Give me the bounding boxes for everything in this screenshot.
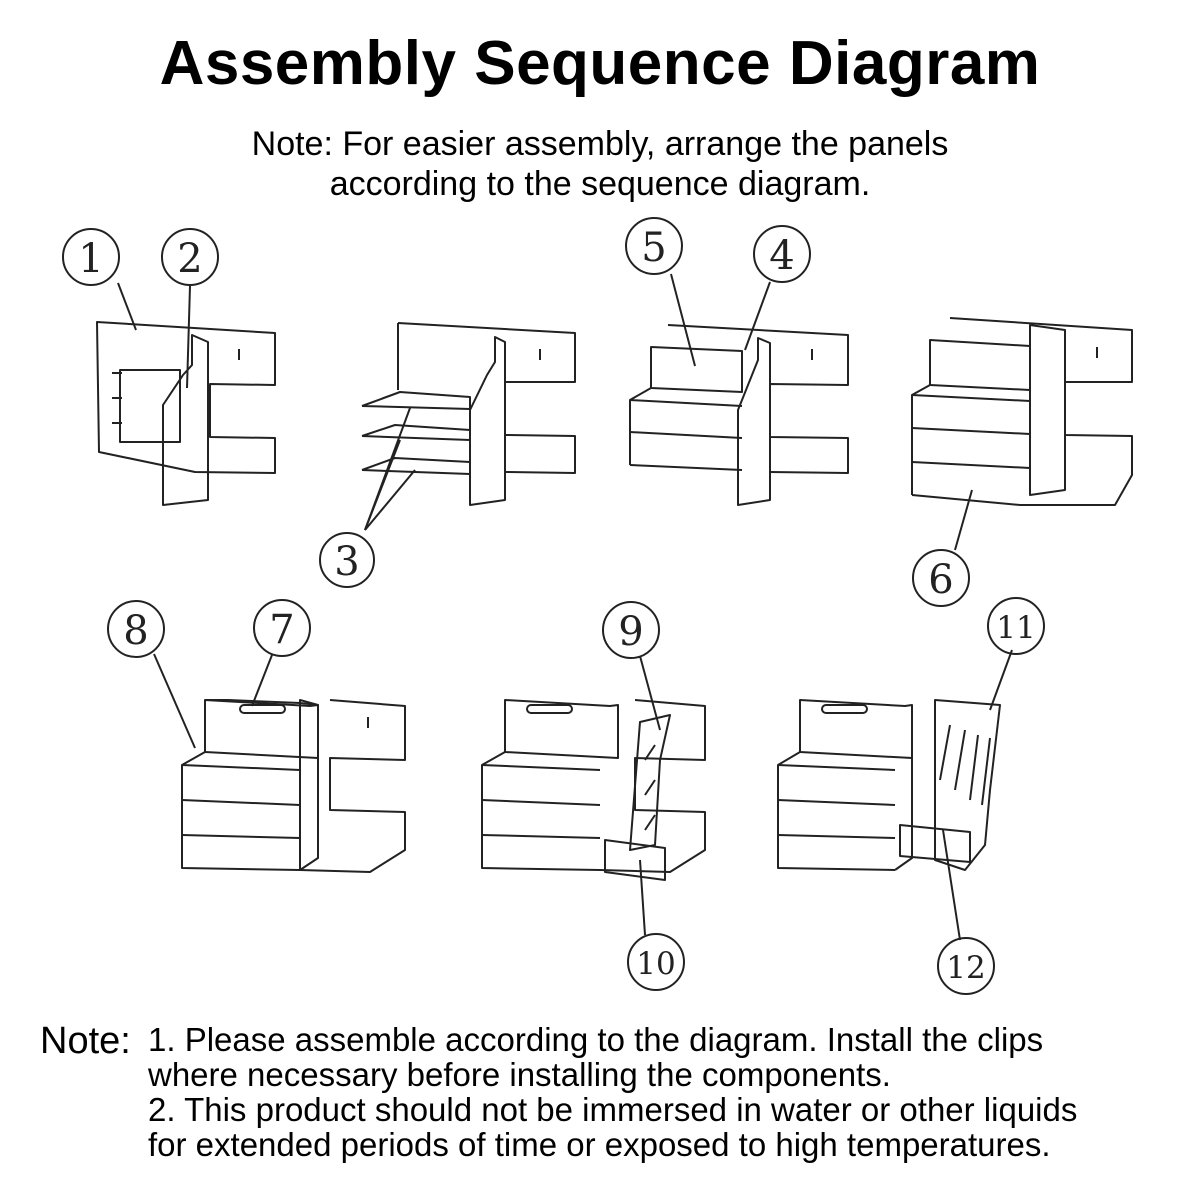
assembly-hint-line-2: according to the sequence diagram. [329,165,871,203]
part-9-label: 9 [618,609,643,655]
divider-panel [162,334,209,506]
step-3-assembly [629,324,849,506]
shelf [361,424,471,441]
shelf [361,391,471,410]
part-10-marker [627,933,685,991]
part-11-marker [987,597,1045,655]
footer-note-line-3: 2. This product should not be immersed i… [148,1091,1078,1128]
step-4-assembly [911,317,1133,506]
footer-notes: 1. Please assemble according to the diag… [148,1022,1188,1162]
footer-note-line-4: for extended periods of time or exposed … [148,1126,1051,1163]
shelf [361,457,471,475]
part-2-marker [161,228,219,286]
footer-note-line-1: 1. Please assemble according to the diag… [148,1021,1044,1058]
assembly-hint-line-1: Note: For easier assembly, arrange the p… [251,125,949,163]
part-7-marker [253,599,311,657]
part-6-marker [912,549,970,607]
back-panel [96,321,276,474]
part-8-marker [107,600,165,658]
part-3-label: 3 [334,539,359,585]
step-7-assembly [777,699,1001,871]
assembly-diagram: 1 2 3 4 5 6 7 8 9 10 11 12 [62,217,1133,995]
part-6-label: 6 [928,557,953,603]
part-2-label: 2 [177,236,202,282]
step-6-assembly [481,699,706,881]
part-1-marker [62,228,120,286]
part-5-label: 5 [641,225,666,271]
part-8-label: 8 [123,608,148,654]
part-4-marker [753,225,811,283]
step-5-assembly [181,699,406,873]
part-1-label: 1 [78,236,103,282]
assembly-hint: Note: For easier assembly, arrange the p… [0,124,1200,204]
part-10-label: 10 [636,946,675,982]
part-12-marker [937,937,995,995]
step-1-assembly [96,321,276,506]
part-4-label: 4 [769,233,794,279]
part-5-marker [625,217,683,275]
magazine-divider [629,714,671,851]
part-3-marker [319,532,375,588]
footer-note-label: Note: [40,1020,131,1062]
page-title: Assembly Sequence Diagram [159,29,1041,98]
part-12-label: 12 [946,950,985,986]
step-2-assembly [361,322,576,506]
footer-note-line-2: where necessary before installing the co… [148,1056,891,1093]
back-panel-window [119,369,181,443]
part-7-label: 7 [269,607,294,653]
part-9-marker [602,601,660,659]
part-11-label: 11 [996,610,1035,646]
